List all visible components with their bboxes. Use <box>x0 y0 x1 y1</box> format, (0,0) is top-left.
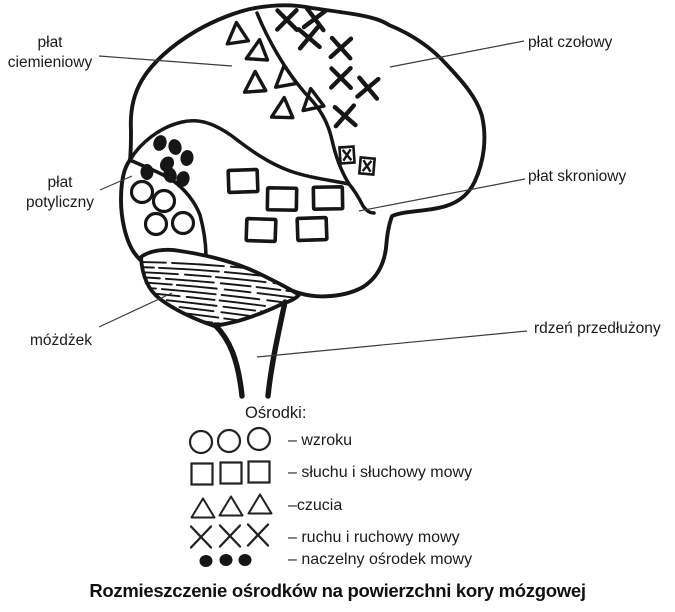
label-parietal-line1: płat <box>37 34 63 51</box>
brainstem-right-edge <box>265 299 288 399</box>
primary-speech-center-marker <box>140 164 154 180</box>
label-cerebellum: móżdżek <box>30 332 93 349</box>
legend-label-sensation: –czucia <box>288 497 343 514</box>
label-frontal-lobe: płat czołowy <box>528 34 613 51</box>
legend-circle-marker <box>216 428 242 454</box>
motor-center-marker <box>277 10 297 30</box>
brain-outline-right <box>253 3 487 299</box>
motor-speech-center-marker <box>358 156 376 176</box>
motor-center-marker <box>335 106 356 127</box>
legend-cross-marker <box>189 525 213 549</box>
sensation-center-marker <box>242 69 268 94</box>
hearing-center-marker <box>295 215 329 243</box>
legend-dot-marker <box>238 554 252 566</box>
legend-label-hearing: – słuchu i słuchowy mowy <box>288 464 473 481</box>
leader-occipital <box>99 175 133 191</box>
label-occipital-lobe: płat potyliczny <box>20 173 100 213</box>
label-medulla: rdzeń przedłużony <box>534 320 661 337</box>
lateral-sulcus <box>128 119 376 215</box>
leader-frontal <box>389 40 525 68</box>
motor-center-marker <box>298 27 319 48</box>
primary-speech-center-marker <box>179 148 195 168</box>
leader-medulla <box>256 330 528 358</box>
legend-square-marker <box>219 461 243 485</box>
legend-dot-marker <box>199 555 213 567</box>
legend-dot-marker <box>219 554 233 566</box>
leader-cerebellum <box>98 292 173 328</box>
brain-outline-left <box>119 6 257 264</box>
hearing-center-marker <box>265 185 299 213</box>
sensation-center-marker <box>271 62 299 89</box>
hearing-center-marker <box>226 167 260 195</box>
central-sulcus <box>255 11 351 186</box>
leader-temporal <box>358 178 526 212</box>
legend-circle-marker <box>188 429 214 455</box>
brainstem-left-edge <box>212 322 245 399</box>
motor-center-marker <box>331 38 352 59</box>
legend-square-marker <box>247 460 271 484</box>
legend-cross-marker <box>246 523 270 547</box>
vision-center-marker <box>170 210 196 236</box>
legend-square-marker <box>190 462 214 486</box>
vision-center-marker <box>143 211 169 237</box>
legend-cross-marker <box>218 524 242 548</box>
motor-center-marker <box>357 77 378 98</box>
legend-label-speech: – naczelny ośrodek mowy <box>288 551 473 568</box>
motor-center-marker <box>331 68 351 88</box>
legend-heading: Ośrodki: <box>245 404 307 422</box>
legend-triangle-marker <box>247 493 273 515</box>
label-parietal-lobe: płat ciemieniowy <box>2 33 98 73</box>
label-parietal-line2: ciemieniowy <box>7 54 93 71</box>
label-temporal-lobe: płat skroniowy <box>528 168 627 185</box>
vision-center-marker <box>151 188 177 214</box>
motor-center-marker <box>304 8 326 30</box>
legend-triangle-marker <box>190 497 216 519</box>
legend-label-vision: – wzroku <box>288 432 353 449</box>
sensation-center-marker <box>269 95 296 121</box>
leader-parietal <box>98 55 233 67</box>
cerebellum-outline <box>139 247 301 328</box>
sensation-center-marker <box>223 19 251 46</box>
legend-circle-marker <box>246 426 272 452</box>
hearing-center-marker <box>244 216 278 244</box>
vision-center-marker <box>129 179 155 205</box>
label-occipital-line2: potyliczny <box>25 194 95 211</box>
hearing-center-marker <box>311 184 345 212</box>
motor-speech-center-marker <box>338 145 356 165</box>
legend-triangle-marker <box>218 495 244 517</box>
caption: Rozmieszczenie ośrodków na powierzchni k… <box>89 580 586 601</box>
primary-speech-center-marker <box>166 137 184 157</box>
label-occipital-line1: płat <box>47 174 73 191</box>
legend-label-motor: – ruchu i ruchowy mowy <box>288 529 460 546</box>
